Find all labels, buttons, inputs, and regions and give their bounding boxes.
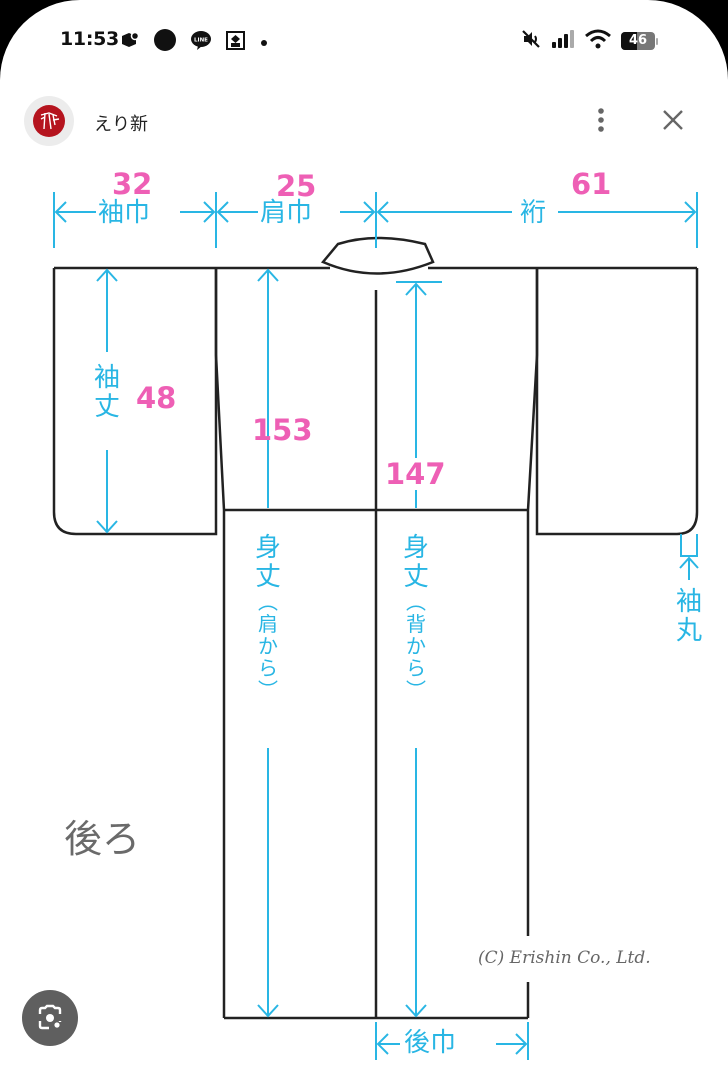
source-name[interactable]: えり新 — [94, 114, 148, 135]
signal-icon — [551, 29, 575, 53]
battery-icon: 46 — [621, 32, 658, 50]
sode-take-value: 48 — [136, 381, 177, 415]
mitake-shoulder-label: 身 丈 ︵ 肩 か ら ︶ — [254, 533, 281, 703]
status-bar: 11:53 LINE — [0, 0, 728, 84]
wifi-icon — [585, 29, 611, 53]
svg-text:LINE: LINE — [194, 38, 208, 44]
battery-level: 46 — [628, 33, 648, 48]
mitake-shoulder-value: 153 — [252, 413, 313, 447]
sode-maru-label: 袖 丸 — [675, 587, 702, 646]
record-dot-icon — [154, 29, 176, 55]
yuki-label: 裄 — [520, 198, 547, 228]
kata-haba-label: 肩巾 — [260, 198, 313, 228]
mute-icon — [521, 29, 541, 53]
kimono-outline-drawing — [52, 192, 699, 1060]
erishin-logo-icon — [33, 105, 65, 137]
source-avatar[interactable] — [24, 96, 74, 146]
sode-haba-value: 32 — [112, 167, 153, 201]
close-icon — [663, 110, 683, 130]
mitake-back-label: 身 丈 ︵ 背 か ら ︶ — [402, 533, 429, 703]
close-button[interactable] — [656, 104, 690, 138]
more-options-button[interactable] — [588, 104, 614, 138]
image-viewer-header: えり新 — [0, 96, 728, 148]
more-notifications-dot-icon — [259, 33, 269, 52]
sode-take-label: 袖 丈 — [93, 363, 120, 422]
ushiro-haba-label: 後巾 — [404, 1028, 457, 1058]
yuki-value: 61 — [571, 167, 612, 201]
mitake-back-value: 147 — [385, 457, 446, 491]
status-time: 11:53 — [60, 28, 119, 50]
app-notification-icon — [120, 31, 140, 53]
kata-haba-value: 25 — [276, 169, 317, 203]
notification-icons: LINE — [120, 29, 269, 55]
lens-search-button[interactable] — [22, 990, 78, 1046]
view-label: 後ろ — [64, 817, 141, 861]
more-vert-icon — [598, 108, 604, 132]
google-lens-icon — [38, 1004, 62, 1030]
gallery-app-icon — [226, 30, 245, 54]
copyright-text: (C) Erishin Co., Ltd. — [478, 948, 651, 968]
system-icons: 46 — [521, 29, 658, 53]
sode-haba-label: 袖巾 — [98, 198, 151, 228]
kimono-measurement-diagram: 袖巾 肩巾 裄 袖 丈 身 丈 ︵ 肩 か ら ︶ 身 丈 ︵ 背 か ら ︶ … — [0, 150, 728, 1080]
line-app-icon: LINE — [190, 30, 212, 54]
